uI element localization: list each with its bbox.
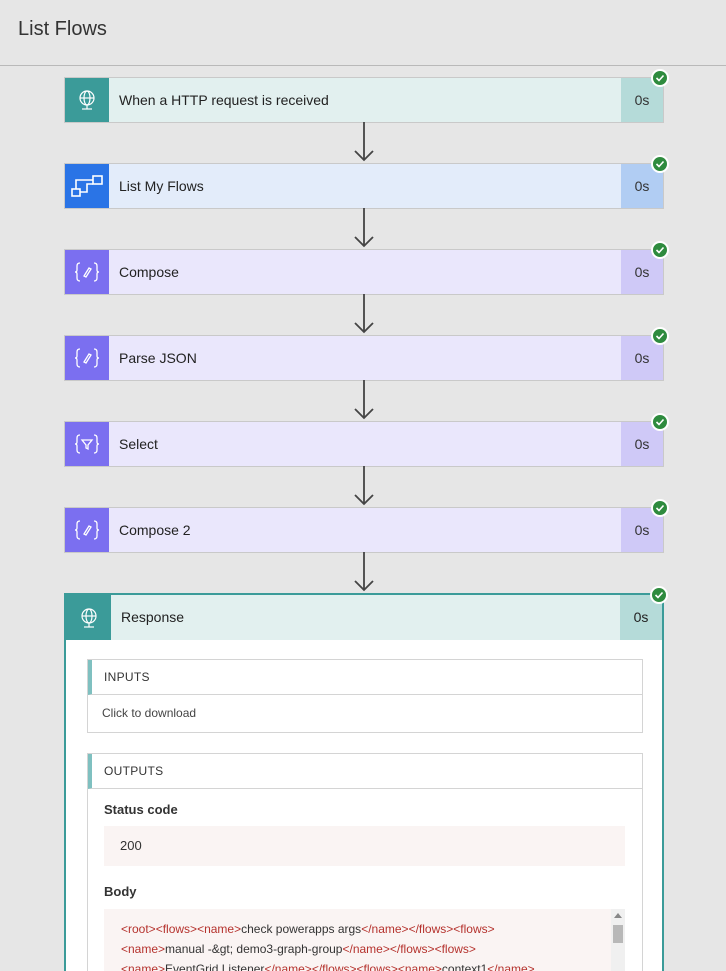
success-check-icon: [651, 241, 669, 259]
page-title: List Flows: [18, 18, 107, 40]
down-arrow-icon: [354, 294, 374, 334]
flow-step-label: When a HTTP request is received: [119, 92, 329, 108]
flow-step-label: Select: [119, 436, 158, 452]
compose-icon: [65, 250, 109, 294]
xml-tag: </name>: [487, 962, 535, 971]
xml-tag: </name>: [342, 942, 390, 956]
response-step[interactable]: Response 0s INPUTS Click to download OUT…: [64, 586, 668, 971]
page-header: List Flows: [0, 0, 726, 66]
body-line: <name>EventGrid Listener</name></flows><…: [121, 959, 595, 971]
success-check-icon: [650, 586, 668, 604]
filter-icon: [65, 422, 109, 466]
flow-step-label: Parse JSON: [119, 350, 197, 366]
scroll-up-icon[interactable]: [614, 913, 622, 918]
response-step-header[interactable]: Response 0s: [66, 586, 668, 640]
inputs-heading: INPUTS: [88, 660, 642, 695]
xml-tag: <name>: [397, 962, 442, 971]
flow-icon: [65, 164, 109, 208]
body-label: Body: [104, 884, 137, 899]
body-content: <root><flows><name>check powerapps args<…: [121, 919, 595, 971]
xml-tag: <name>: [197, 922, 242, 936]
xml-tag: <flows>: [356, 962, 398, 971]
xml-text: check powerapps args: [241, 922, 362, 936]
xml-tag: <flows>: [453, 922, 495, 936]
status-code-value: 200: [104, 826, 625, 866]
down-arrow-icon: [354, 208, 374, 248]
download-inputs-link[interactable]: Click to download: [102, 706, 197, 720]
down-arrow-icon: [354, 380, 374, 420]
scroll-thumb[interactable]: [613, 925, 623, 943]
xml-tag: </flows>: [311, 962, 357, 971]
globe-icon: [66, 595, 111, 640]
success-check-icon: [651, 69, 669, 87]
flow-step-label: Compose 2: [119, 522, 191, 538]
outputs-heading: OUTPUTS: [88, 754, 642, 789]
outputs-section: OUTPUTS Status code 200 Body <root><flow…: [87, 753, 643, 971]
down-arrow-icon: [354, 552, 374, 592]
success-check-icon: [651, 413, 669, 431]
success-check-icon: [651, 327, 669, 345]
inputs-section: INPUTS Click to download: [87, 659, 643, 733]
compose-icon: [65, 508, 109, 552]
xml-tag: <flows>: [155, 922, 198, 936]
xml-tag: <flows>: [434, 942, 476, 956]
xml-text: manual -&gt; demo3-graph-group: [165, 942, 343, 956]
response-step-label: Response: [121, 609, 185, 625]
xml-text: EventGrid Listener: [165, 962, 265, 971]
body-line: <name>manual -&gt; demo3-graph-group</na…: [121, 939, 595, 959]
body-value: <root><flows><name>check powerapps args<…: [104, 909, 625, 971]
flow-step-label: Compose: [119, 264, 179, 280]
xml-tag: <name>: [121, 962, 166, 971]
xml-tag: </name>: [264, 962, 312, 971]
globe-icon: [65, 78, 109, 122]
xml-tag: </flows>: [408, 922, 454, 936]
success-check-icon: [651, 155, 669, 173]
body-line: <root><flows><name>check powerapps args<…: [121, 919, 595, 939]
xml-text: context1: [441, 962, 488, 971]
success-check-icon: [651, 499, 669, 517]
xml-tag: </flows>: [389, 942, 435, 956]
status-code-label: Status code: [104, 802, 178, 817]
xml-tag: <name>: [121, 942, 166, 956]
xml-tag: <root>: [121, 922, 156, 936]
flow-step-label: List My Flows: [119, 178, 204, 194]
down-arrow-icon: [354, 122, 374, 162]
body-scrollbar[interactable]: [611, 909, 625, 971]
compose-icon: [65, 336, 109, 380]
xml-tag: </name>: [361, 922, 409, 936]
down-arrow-icon: [354, 466, 374, 506]
